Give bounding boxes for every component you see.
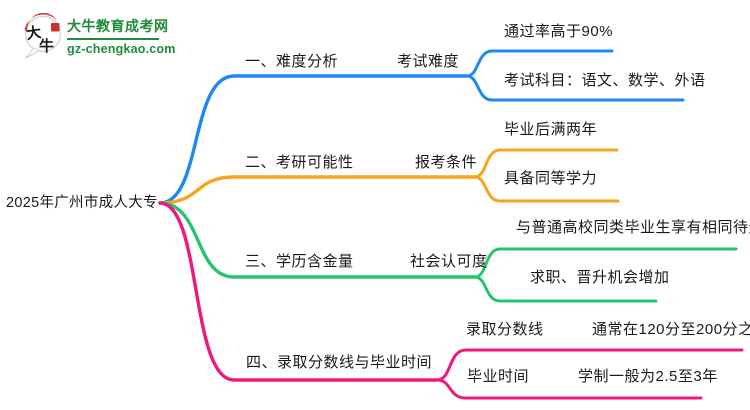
logo-seal	[51, 23, 60, 32]
branch3-trunk-line	[158, 201, 477, 279]
root-node: 2025年广州市成人大专	[6, 195, 158, 211]
branch1-leaf-2: 考试科目：语文、数学、外语	[504, 72, 706, 89]
branch4-row1-node: 录取分数线	[466, 321, 544, 338]
branch1-lines	[158, 49, 685, 205]
branch1-subnode: 考试难度	[397, 53, 460, 70]
branch3-fork-upper	[473, 247, 738, 279]
bran3-fork-lower	[473, 275, 658, 303]
branch3-label: 三、学历含金量	[245, 253, 354, 270]
site-logo[interactable]: 大 牛 大牛教育成考网 gz-chengkao.com	[22, 13, 176, 59]
daniu-logo-icon: 大 牛	[24, 13, 62, 59]
branch1-label: 一、难度分析	[245, 53, 339, 70]
branch4-row1-value: 通常在120分至200分之间	[592, 321, 750, 338]
branch3-leaf-1: 与普通高校同类毕业生享有相同待遇	[516, 219, 750, 236]
logo-char-niu: 牛	[39, 37, 54, 55]
branch1-trunk-line	[158, 74, 469, 205]
logo-char-da: 大	[25, 23, 42, 43]
branch3-subnode: 社会认可度	[410, 253, 488, 270]
branch1-fork-lower	[465, 74, 685, 102]
branch4-lines	[158, 201, 744, 400]
branch2-lines	[158, 148, 620, 205]
site-name: 大牛教育成考网	[67, 18, 169, 34]
branch2-leaf-1: 毕业后满两年	[504, 121, 598, 138]
branch2-trunk-line	[158, 175, 477, 205]
branch2-subnode: 报考条件	[415, 154, 478, 171]
branch1-leaf-1: 通过率高于90%	[504, 23, 614, 40]
branch4-row2-node: 毕业时间	[467, 368, 530, 385]
branch2-label: 二、考研可能性	[245, 154, 354, 171]
branch4-row2-value: 学制一般为2.5至3年	[578, 368, 718, 385]
site-url: gz-chengkao.com	[67, 42, 176, 56]
logo-text-block: 大牛教育成考网 gz-chengkao.com	[67, 16, 176, 56]
logo-divider	[67, 38, 159, 40]
branch4-trunk-line	[158, 201, 439, 382]
branch4-fork-upper	[435, 348, 744, 382]
branch2-leaf-2: 具备同等学力	[504, 170, 598, 187]
branch3-lines	[158, 201, 738, 303]
branch2-fork-lower	[473, 175, 620, 203]
branch3-leaf-2: 求职、晋升机会增加	[530, 269, 670, 286]
branch4-fork-lower	[435, 378, 703, 400]
branch2-fork-upper	[473, 148, 619, 179]
branch4-label: 四、录取分数线与毕业时间	[246, 354, 433, 371]
logo-crescent	[24, 13, 57, 31]
